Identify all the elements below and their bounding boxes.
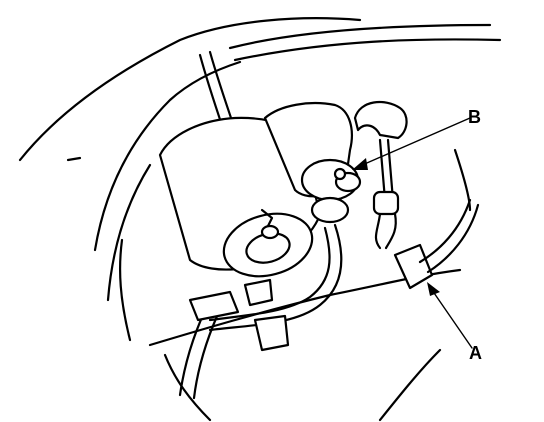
- connector-a: [372, 138, 480, 290]
- starter-cables: [178, 223, 343, 400]
- starter-solenoid: [263, 102, 362, 224]
- shade-mark: [66, 156, 82, 162]
- mount-bracket: [353, 100, 408, 140]
- callout-label-b: B: [468, 107, 481, 127]
- leader-line-a: [427, 282, 473, 349]
- callout-label-a: A: [469, 343, 482, 363]
- leader-line-b: [352, 117, 471, 170]
